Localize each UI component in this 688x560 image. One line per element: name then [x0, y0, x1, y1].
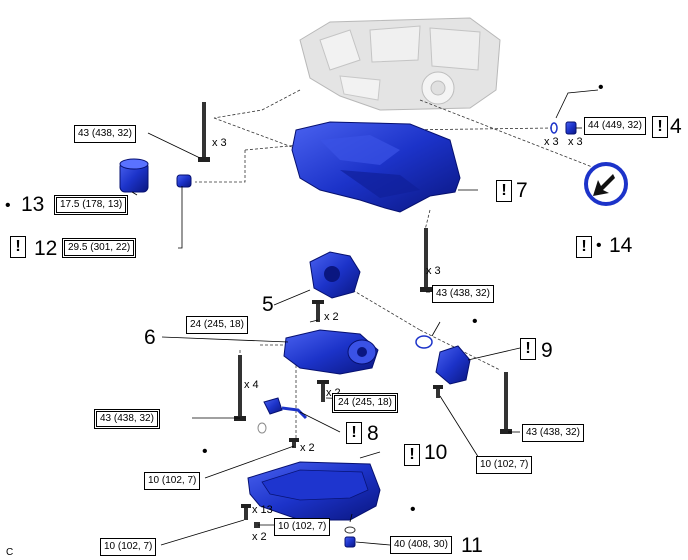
torque-pump-bolt: 24 (245, 18)	[186, 316, 248, 334]
qty-4-a: x 3	[544, 136, 559, 148]
pan-bolt-b	[254, 522, 260, 528]
bolt-left	[234, 355, 246, 421]
torque-pan-bolt-b: 10 (102, 7)	[274, 518, 331, 536]
pump-o-ring	[415, 335, 433, 349]
oil-pan	[247, 461, 381, 521]
bolt-lower-right	[500, 372, 512, 434]
warning-4: !	[652, 116, 668, 138]
torque-pan-bolt-a: 10 (102, 7)	[100, 538, 157, 556]
torque-part-11: 40 (408, 30)	[390, 536, 452, 554]
torque-bolt-lower-right: 43 (438, 32)	[522, 424, 584, 442]
part-number-6: 6	[144, 326, 156, 349]
qty-top: x 3	[212, 137, 227, 149]
part-number-8: 8	[367, 422, 379, 445]
part-number-12: 12	[34, 237, 58, 260]
part-number-4: 4	[670, 115, 682, 138]
qty-pan-2: x 2	[252, 531, 267, 543]
bracket-bolt	[433, 385, 443, 398]
torque-strainer-bolt: 10 (102, 7)	[144, 472, 201, 490]
part-number-9: 9	[541, 339, 553, 362]
qty-strainer: x 2	[300, 442, 315, 454]
filter-union	[176, 174, 192, 188]
engine-block	[299, 17, 501, 111]
warning-10: !	[404, 444, 420, 466]
oil-strainer	[257, 397, 308, 434]
warning-9: !	[520, 338, 536, 360]
bullet-strainer-gasket: •	[202, 443, 208, 460]
torque-bracket-bolt: 10 (102, 7)	[476, 456, 533, 474]
oil-pipe-bracket	[435, 345, 471, 385]
qty-right-bolt: x 3	[426, 265, 441, 277]
o-ring-and-plug	[550, 121, 577, 135]
bullet-14: •	[596, 237, 602, 254]
qty-4-b: x 3	[568, 136, 583, 148]
pan-bolt-a	[241, 504, 251, 520]
torque-bolt-left: 43 (438, 32)	[94, 409, 160, 429]
bullet-13: •	[5, 197, 11, 214]
warning-14: !	[576, 236, 592, 258]
part-number-5: 5	[262, 293, 274, 316]
torque-part-12: 29.5 (301, 22)	[62, 238, 137, 258]
torque-pipe-bolt: 24 (245, 18)	[332, 393, 398, 413]
oil-filter	[119, 158, 149, 193]
bullet-drain-gasket: •	[410, 501, 416, 518]
warning-7: !	[496, 180, 512, 202]
part-number-14: 14	[609, 234, 633, 257]
bullet-pump-o-ring: •	[472, 313, 478, 330]
pipe-bolt	[317, 380, 329, 402]
oil-pan-upper	[291, 121, 461, 213]
oil-pipe-assembly	[283, 329, 379, 375]
part-number-10: 10	[424, 441, 448, 464]
oil-pump	[309, 251, 361, 299]
warning-8: !	[346, 422, 362, 444]
torque-part-4: 44 (449, 32)	[584, 117, 646, 135]
part-number-13: 13	[21, 193, 45, 216]
part-number-7: 7	[516, 179, 528, 202]
torque-bolt-right: 43 (438, 32)	[432, 285, 494, 303]
warning-12: !	[10, 236, 26, 258]
torque-bolt-top: 43 (438, 32)	[74, 125, 136, 143]
qty-pump: x 2	[324, 311, 339, 323]
strainer-bolt	[289, 438, 299, 448]
footer-code: C	[6, 547, 14, 558]
bolt-right	[420, 228, 432, 292]
pump-bolt	[312, 300, 324, 322]
qty-pan-13: x 13	[252, 504, 273, 516]
torque-part-13: 17.5 (178, 13)	[54, 195, 129, 215]
bolt-top	[198, 102, 210, 162]
front-seal	[584, 162, 628, 206]
part-number-11: 11	[461, 534, 483, 557]
bullet-4: •	[598, 79, 604, 96]
qty-left: x 4	[244, 379, 259, 391]
drain-plug	[344, 526, 356, 548]
